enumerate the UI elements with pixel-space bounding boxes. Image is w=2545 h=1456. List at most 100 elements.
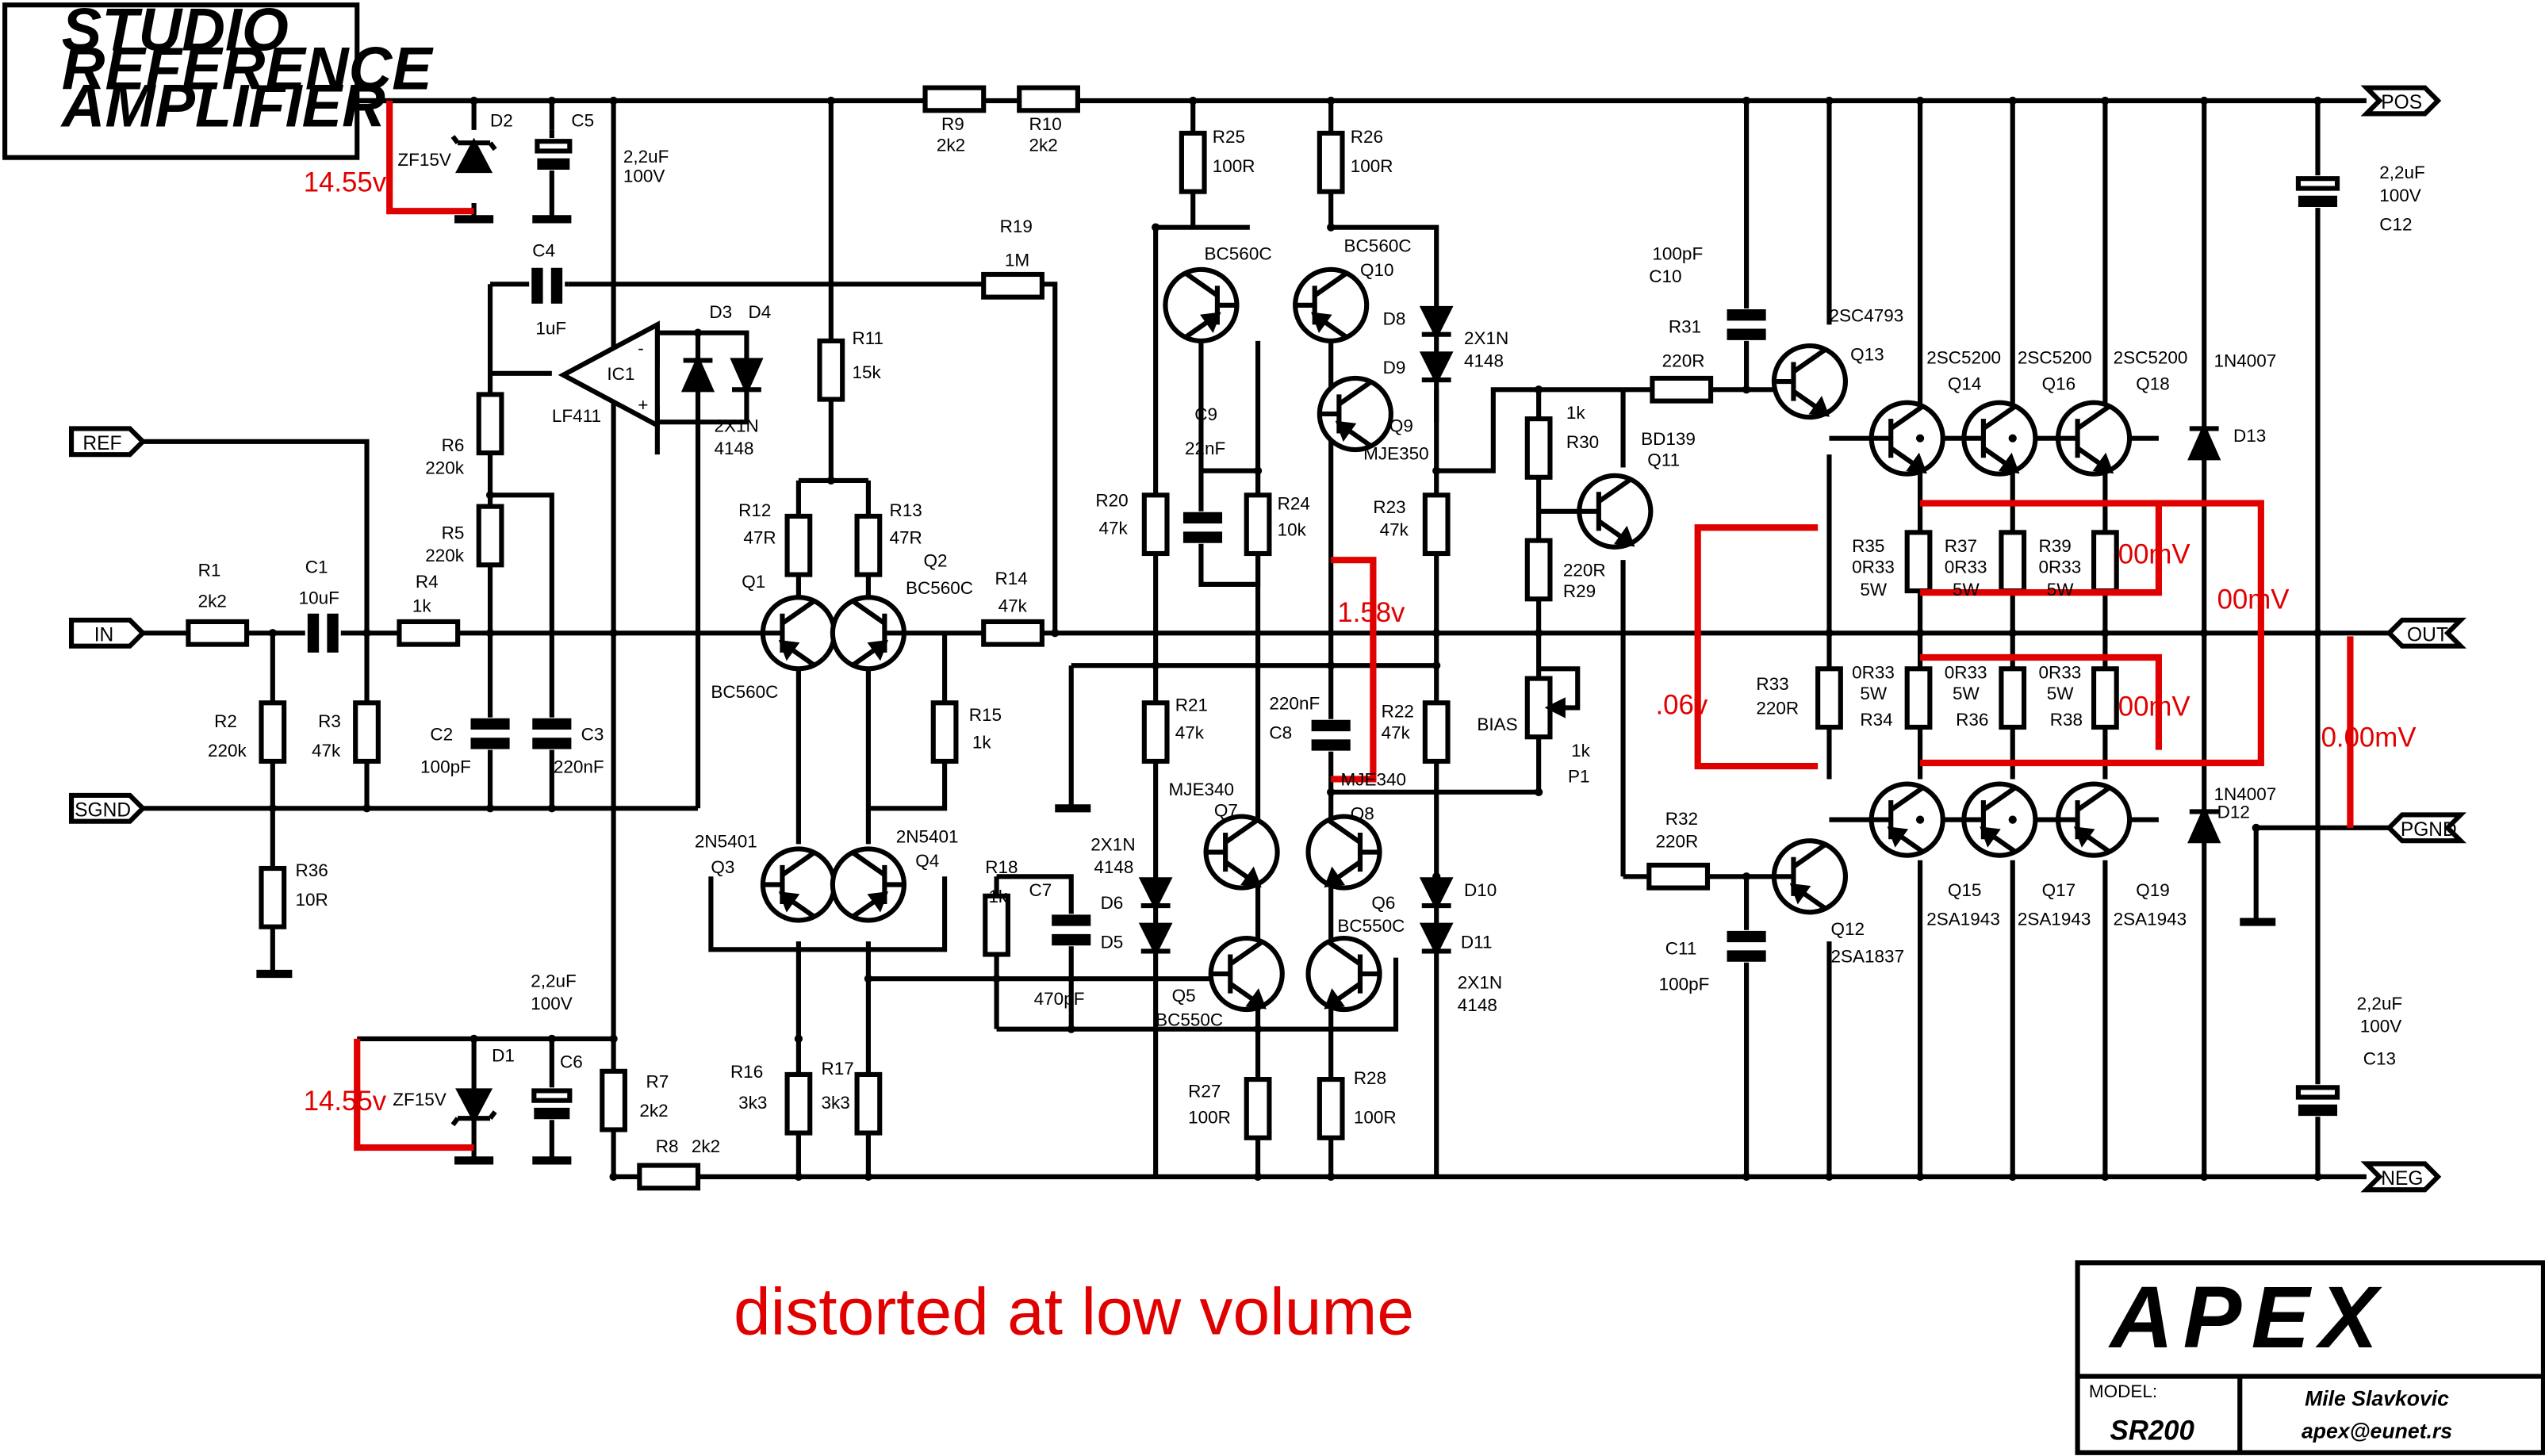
label-r22: R22 (1382, 702, 1414, 722)
label-d12: D12 (2217, 803, 2250, 822)
label-q17: Q17 (2042, 880, 2076, 900)
capacitor-c4 (529, 267, 565, 304)
label-c2-val: 100pF (420, 757, 471, 776)
label-q12-type: 2SA1837 (1831, 947, 1905, 967)
label-q5: Q5 (1172, 986, 1196, 1006)
label-r3: R3 (318, 711, 341, 731)
transistor-q15 (1869, 781, 1945, 858)
transistor-q8 (1305, 814, 1382, 891)
label-r7-val: 2k2 (639, 1101, 668, 1121)
capacitor-c7 (1052, 914, 1091, 947)
distortion-annotation: distorted at low volume (734, 1274, 1414, 1348)
label-c12: C12 (2379, 215, 2412, 235)
author-email: apex@eunet.rs (2302, 1419, 2452, 1443)
label-q15-type: 2SA1943 (1926, 910, 2000, 929)
label-q13: Q13 (1850, 344, 1884, 364)
out-dc-voltage: 0.00mV (2321, 723, 2417, 753)
label-r31: R31 (1669, 317, 1701, 337)
d1-voltage: 14.55v (304, 1086, 387, 1117)
label-q3: Q3 (711, 857, 734, 877)
label-q11: Q11 (1647, 450, 1680, 469)
label-r35-v2: 5W (1860, 580, 1888, 600)
svg-text:+: + (638, 395, 648, 415)
label-r26-val: 100R (1351, 156, 1393, 176)
capacitor-c11 (1727, 929, 1766, 963)
label-c7-val: 470pF (1034, 989, 1085, 1009)
transistor-q14 (1869, 400, 1945, 477)
label-p1-val: 1k (1571, 741, 1591, 761)
label-r9-val: 2k2 (937, 135, 965, 155)
label-r20: R20 (1095, 491, 1128, 511)
resistor-r28 (1317, 1077, 1345, 1140)
label-d56-v2: 4148 (1094, 857, 1133, 877)
svg-text:SGND: SGND (75, 800, 131, 822)
resistor-r23 (1422, 492, 1451, 557)
opamp-ic1: - + (558, 320, 660, 430)
label-d4: D4 (748, 302, 771, 322)
label-r4: R4 (416, 572, 439, 592)
transistor-q6 (1305, 935, 1382, 1013)
label-r37: R37 (1945, 536, 1977, 556)
label-c6: C6 (560, 1052, 583, 1072)
label-r38-v1: 0R33 (2038, 663, 2081, 683)
label-r12-val: 47R (743, 528, 776, 548)
label-r37-v2: 5W (1953, 580, 1980, 600)
label-r11-val: 15k (852, 362, 881, 382)
label-c9-val: 22nF (1185, 439, 1225, 458)
ground-symbols (256, 215, 2276, 1165)
label-d89-val2: 4148 (1464, 351, 1504, 371)
title-line-1: STUDIO (62, 0, 289, 64)
junctions (268, 96, 2322, 1181)
label-bc560c-q1: BC560C (711, 682, 778, 702)
label-mje350: MJE350 (1363, 443, 1429, 463)
label-q1: Q1 (742, 572, 765, 592)
label-r6-val: 220k (425, 458, 465, 478)
label-r14-val: 47k (998, 596, 1028, 616)
label-r16-val: 3k3 (738, 1093, 767, 1113)
label-c13-v2: 100V (2360, 1017, 2402, 1036)
resistor-r20 (1141, 492, 1170, 557)
label-r13: R13 (890, 500, 922, 520)
resistor-r31 (1650, 375, 1714, 404)
resistor-r38 (2091, 666, 2119, 730)
title-block: APEX MODEL: SR200 Mile Slavkovic apex@eu… (2075, 1260, 2545, 1455)
label-r36-val: 10R (295, 890, 328, 910)
resistor-r8 (637, 1163, 701, 1191)
port-pos: POS (2360, 85, 2442, 117)
transistor-q4 (830, 846, 907, 923)
label-r38: R38 (2050, 710, 2083, 730)
label-c5-val1: 2,2uF (623, 147, 669, 167)
label-c12-val2: 100V (2379, 186, 2421, 205)
label-r5-val: 220k (425, 546, 465, 565)
label-bc560c-q10: BC560C (1344, 236, 1412, 255)
resistor-r12 (784, 513, 813, 577)
transistor-q7 (1203, 814, 1280, 891)
label-p1: P1 (1568, 767, 1590, 787)
resistor-r15 (930, 700, 959, 764)
resistor-r35 (1904, 530, 1933, 594)
label-c5-val2: 100V (623, 166, 665, 186)
label-r39-v1: 0R33 (2038, 557, 2081, 577)
label-c6-v1: 2,2uF (531, 971, 577, 990)
label-q4: Q4 (915, 851, 939, 871)
svg-text:PGND: PGND (2401, 819, 2457, 841)
transistor-q2 (830, 595, 907, 672)
resistor-r27 (1244, 1077, 1272, 1140)
label-r17-val: 3k3 (822, 1093, 850, 1113)
transistor-q-left-top (1163, 266, 1240, 343)
resistor-r25 (1179, 130, 1207, 194)
transistor-q16 (1961, 400, 2038, 477)
label-c6-v2: 100V (531, 994, 573, 1013)
label-q19: Q19 (2136, 880, 2170, 900)
label-c9: C9 (1194, 404, 1217, 424)
label-r34-v2: 5W (1860, 684, 1888, 703)
label-r9: R9 (941, 114, 964, 134)
label-c7: C7 (1029, 880, 1052, 900)
diode-d13 (2187, 422, 2221, 461)
label-q15: Q15 (1948, 880, 1982, 900)
label-c13-v1: 2,2uF (2357, 994, 2403, 1013)
label-r11: R11 (852, 328, 883, 348)
capacitor-c2 (470, 717, 510, 750)
svg-text:OUT: OUT (2407, 625, 2448, 646)
